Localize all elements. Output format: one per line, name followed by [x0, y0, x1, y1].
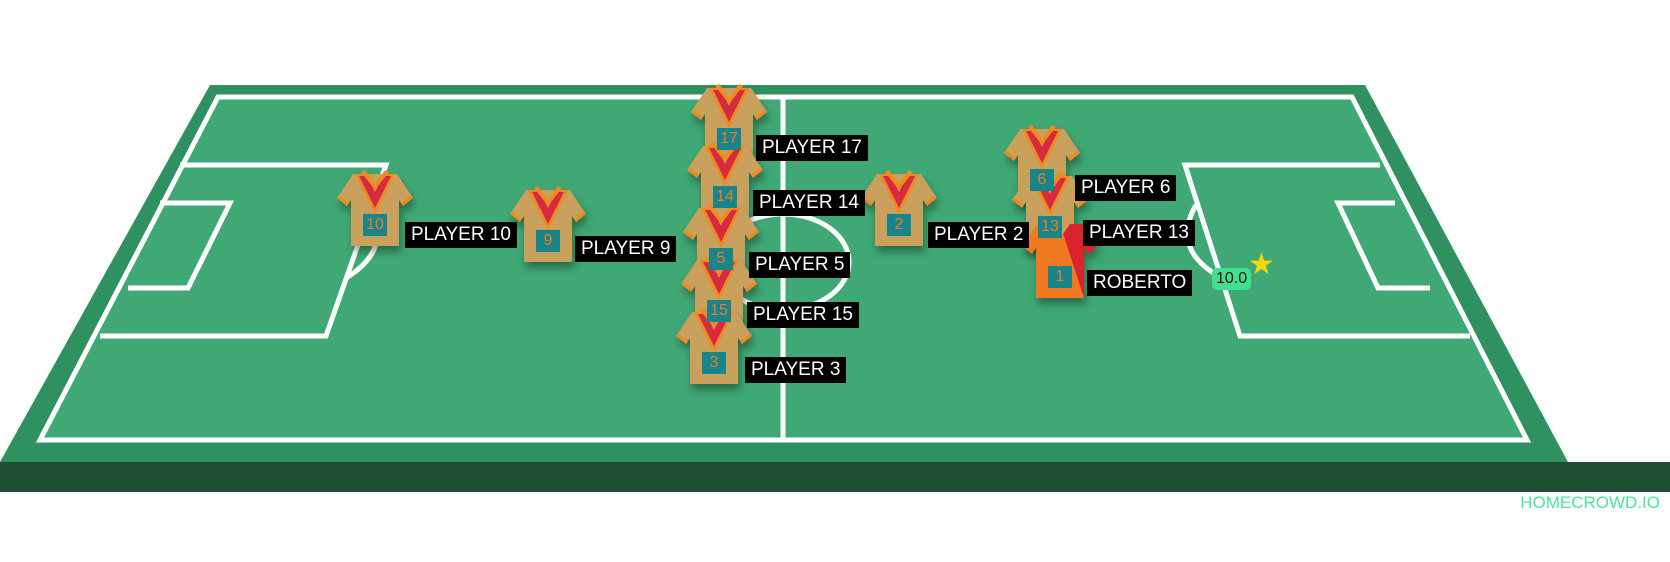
jersey-number: 9 [536, 230, 560, 252]
jersey-number: 6 [1030, 169, 1054, 191]
jersey-shirt-icon [510, 186, 586, 262]
jersey-number: 17 [717, 128, 741, 150]
player-name-label: PLAYER 15 [747, 302, 859, 328]
player-name-label: PLAYER 2 [928, 222, 1030, 248]
jersey-shirt-icon [676, 308, 752, 384]
player-name-label: PLAYER 6 [1075, 175, 1177, 201]
jersey-number: 13 [1038, 216, 1062, 238]
player-name-label: PLAYER 3 [745, 357, 847, 383]
jersey-number: 1 [1048, 266, 1072, 288]
player-name-label: PLAYER 5 [749, 252, 851, 278]
player-jersey[interactable] [674, 306, 754, 386]
player-name-label: ROBERTO [1087, 270, 1193, 296]
jersey-shirt-icon [691, 84, 767, 160]
player-name-label: PLAYER 17 [756, 135, 868, 161]
player-name-label: PLAYER 13 [1083, 220, 1195, 246]
jersey-number: 10 [363, 214, 387, 236]
jersey-number: 15 [707, 300, 731, 322]
star-icon: ★ [1248, 248, 1275, 281]
player-name-label: PLAYER 14 [753, 190, 865, 216]
pitch-base [0, 462, 1670, 492]
jersey-shirt-icon [861, 170, 937, 246]
player-name-label: PLAYER 10 [405, 222, 517, 248]
player-jersey[interactable] [689, 82, 769, 162]
brand-watermark: HOMECROWD.IO [1520, 493, 1660, 512]
jersey-number: 14 [713, 186, 737, 208]
player-jersey[interactable] [508, 184, 588, 264]
player-name-label: PLAYER 9 [575, 236, 677, 262]
jersey-number: 2 [887, 214, 911, 236]
jersey-number: 3 [702, 352, 726, 374]
player-jersey[interactable] [859, 168, 939, 248]
jersey-shirt-icon [337, 170, 413, 246]
player-jersey[interactable] [335, 168, 415, 248]
player-rating-badge: 10.0 [1212, 268, 1252, 290]
jersey-number: 5 [709, 248, 733, 270]
